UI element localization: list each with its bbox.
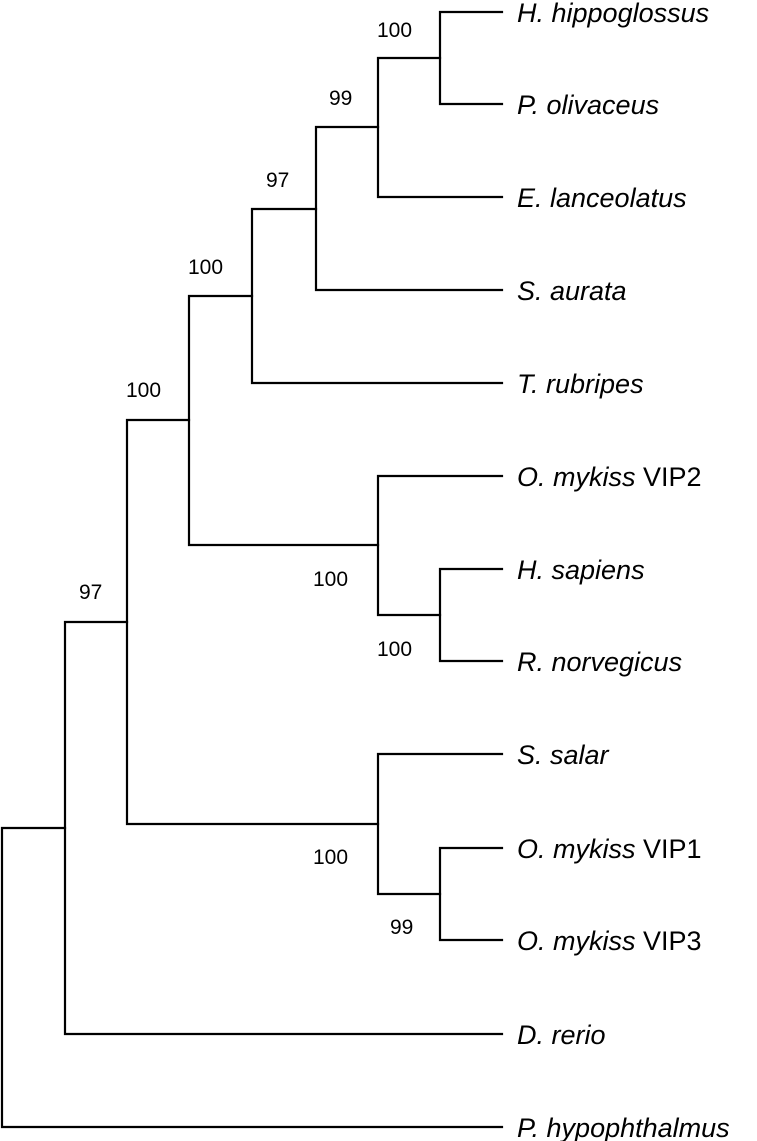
- tip-label: H. hippoglossus: [517, 0, 709, 28]
- tip-label: T. rubripes: [517, 369, 644, 399]
- tree-branches: [0, 10, 504, 1129]
- branch-acanthopterygii-vip2-node: [187, 294, 380, 547]
- support-value: 100: [377, 638, 412, 661]
- support-values: 100 99 97 100 100 100 100 100 99 97: [79, 19, 413, 939]
- tip-label: E. lanceolatus: [517, 183, 687, 213]
- tip-label: O. mykiss VIP3: [517, 926, 702, 956]
- branch-rubripes-node: [250, 207, 504, 385]
- support-value: 100: [188, 256, 223, 279]
- branch-salar-node: [376, 752, 504, 896]
- tip-label: D. rerio: [517, 1020, 606, 1050]
- tip-label: S. aurata: [517, 276, 627, 306]
- tip-label: O. mykiss VIP2: [517, 462, 702, 492]
- tip-label: S. salar: [517, 740, 610, 770]
- tip-label: R. norvegicus: [517, 647, 682, 677]
- branch-vip1-vip3: [438, 846, 504, 942]
- branch-aurata-node: [314, 125, 504, 292]
- support-value: 99: [390, 916, 413, 939]
- support-value: 100: [313, 568, 348, 591]
- support-value: 100: [377, 19, 412, 42]
- tip-label: P. olivaceus: [517, 90, 659, 120]
- branch-upper-salmonid-node: [125, 418, 380, 826]
- tip-label: O. mykiss VIP1: [517, 834, 702, 864]
- support-value: 99: [329, 87, 352, 110]
- support-value: 100: [313, 846, 348, 869]
- branch-rerio-node: [63, 620, 504, 1036]
- tip-label: H. sapiens: [517, 555, 645, 585]
- branch-sapiens-norvegicus: [438, 567, 504, 663]
- branch-root: [0, 826, 504, 1129]
- branch-vip2-mammals-node: [376, 474, 504, 617]
- branch-hippoglossus-olivaceus: [438, 10, 504, 106]
- support-value: 97: [79, 581, 102, 604]
- tip-labels: H. hippoglossus P. olivaceus E. lanceola…: [517, 0, 730, 1141]
- support-value: 97: [266, 169, 289, 192]
- tip-label: P. hypophthalmus: [517, 1113, 730, 1141]
- support-value: 100: [126, 379, 161, 402]
